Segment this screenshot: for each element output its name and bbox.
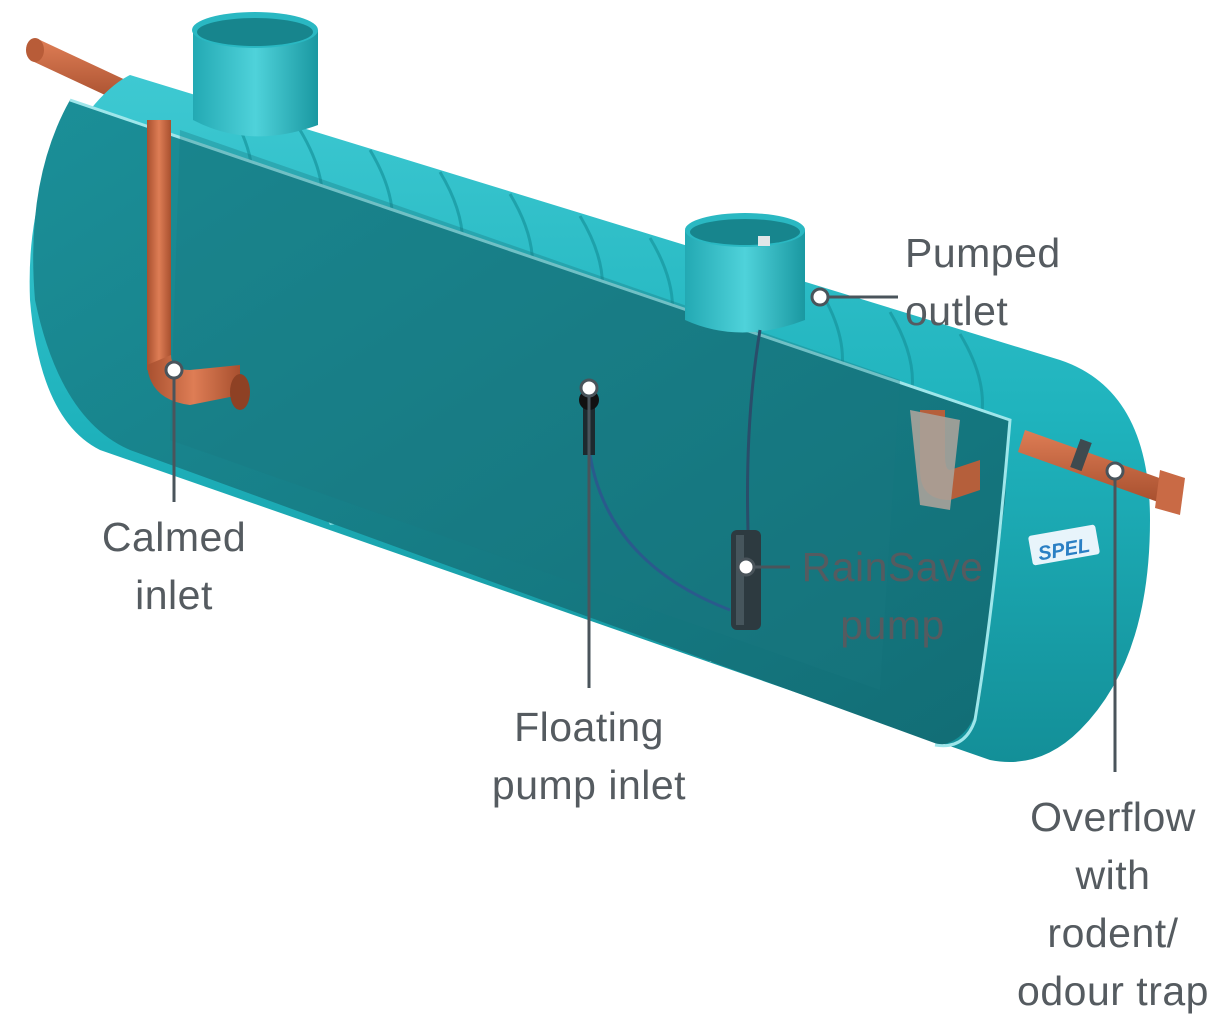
label-line: inlet	[135, 572, 213, 618]
label-line: Pumped	[905, 230, 1061, 276]
dot-overflow	[1105, 461, 1125, 481]
overflow-pipe	[1018, 430, 1185, 515]
label-line: pump inlet	[491, 762, 687, 808]
dot-calmed-inlet	[164, 360, 184, 380]
access-turret-right	[685, 213, 805, 333]
back-wall	[170, 130, 900, 690]
label-line: RainSave	[801, 544, 984, 590]
label-line: with	[1075, 852, 1151, 898]
tank-interior	[33, 100, 1010, 745]
label-rainsave-pump: RainSave pump	[795, 538, 990, 654]
label-floating-pump-inlet: Floating pump inlet	[459, 698, 719, 814]
rainsave-pump	[731, 530, 761, 630]
label-line: Overflow	[1030, 794, 1196, 840]
dot-pumped-outlet	[810, 287, 830, 307]
cut-edge	[69, 98, 1012, 748]
label-line: odour trap	[1017, 968, 1209, 1014]
label-pumped-outlet: Pumped outlet	[905, 224, 1095, 340]
label-line: Floating	[514, 704, 664, 750]
discharge-hose	[746, 329, 762, 531]
pump-hose	[586, 439, 731, 612]
label-overflow: Overflow with rodent/ odour trap	[995, 788, 1231, 1020]
label-line: pump	[840, 602, 945, 648]
label-line: Calmed	[101, 514, 247, 560]
label-line: rodent/	[1047, 910, 1179, 956]
dot-rainsave-pump	[736, 557, 756, 577]
access-turret-left	[192, 12, 318, 137]
inlet-pipe	[26, 38, 130, 102]
label-calmed-inlet: Calmed inlet	[84, 508, 264, 624]
overflow-trap	[890, 410, 980, 510]
calmed-inlet-pipe	[147, 120, 250, 410]
dot-floating-inlet	[579, 378, 599, 398]
label-line: outlet	[905, 288, 1009, 334]
